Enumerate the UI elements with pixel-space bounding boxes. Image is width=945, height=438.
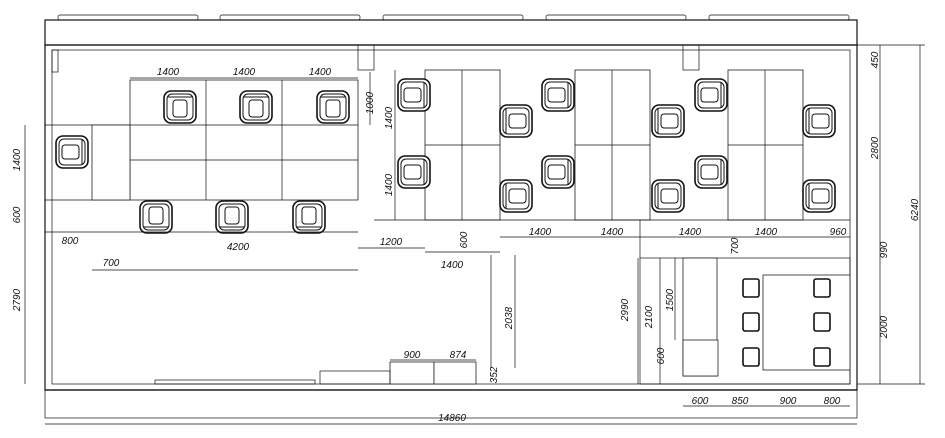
dim-right-3: 990 [879,241,890,258]
dim-top-1: 1400 [157,67,180,78]
dim-meet-row-1: 600 [692,396,709,407]
office-chair [694,78,728,112]
dim-meeting-1: 2990 [620,298,631,322]
dim-right-2: 2800 [870,136,881,160]
office-chair [139,200,173,234]
dim-right-row-1: 1400 [529,227,552,238]
dim-top-2: 1400 [233,67,256,78]
dimension-labels: 1400 1400 1400 1000 1400 1400 1400 600 2… [12,51,921,424]
office-chair [651,179,685,213]
office-chair [163,90,197,124]
office-chair [541,155,575,189]
office-chair [397,78,431,112]
dim-meet-row-2: 850 [732,396,749,407]
dim-right-row-5: 960 [830,227,847,238]
office-chair [316,90,350,124]
office-chair [292,200,326,234]
dim-bottom-left-4: 1200 [380,237,403,248]
office-chair [499,104,533,138]
office-chairs [55,78,836,234]
office-chair [499,179,533,213]
dim-right-1: 450 [870,51,881,68]
office-chair [397,155,431,189]
dim-left-2: 600 [12,206,23,223]
dim-partition: 2038 [504,306,515,330]
dim-bottom-mid-2: 1400 [441,260,464,271]
dim-right-row-2: 1400 [601,227,624,238]
dim-right-row-3: 1400 [679,227,702,238]
office-chair [215,200,249,234]
dim-right-block-1: 1400 [384,106,395,129]
dim-left-3: 2790 [12,288,23,312]
dim-right-4: 2000 [879,315,890,339]
outer-walls [44,19,858,419]
dim-meet-row-4: 800 [824,396,841,407]
dim-bottom-left-1: 800 [62,236,79,247]
dim-cabinet-1: 900 [404,350,421,361]
dim-right-block-2: 1400 [384,173,395,196]
dim-top-3: 1400 [309,67,332,78]
dim-bottom-left-3: 4200 [227,242,250,253]
dim-total-height: 6240 [910,198,921,221]
office-chair [802,179,836,213]
dim-cabinet-small: 352 [489,366,500,383]
dim-meeting-2: 2100 [644,305,655,329]
right-workstation-desks [374,69,850,221]
dim-meeting-4: 600 [656,347,667,364]
office-chair [541,78,575,112]
office-chair [651,104,685,138]
left-workstation-desks [45,79,359,201]
dim-meeting-3: 1500 [665,288,676,311]
dim-cabinet-2: 874 [450,350,467,361]
office-chair [694,155,728,189]
dimension-lines [24,44,925,425]
office-chair [239,90,273,124]
dim-left-1: 1400 [12,148,23,171]
dim-bottom-mid-1: 600 [459,231,470,248]
window-units [57,14,850,21]
dim-bottom-left-2: 700 [103,258,120,269]
dim-right-row-4: 1400 [755,227,778,238]
cabinets [154,361,477,385]
office-chair [802,104,836,138]
meeting-room [514,220,851,385]
dim-corridor: 700 [730,237,741,254]
dim-total-width: 14860 [438,413,466,424]
dim-left-desk-depth: 1000 [365,91,376,114]
office-chair [55,135,89,169]
meeting-chairs [742,278,831,367]
dim-meet-row-3: 900 [780,396,797,407]
